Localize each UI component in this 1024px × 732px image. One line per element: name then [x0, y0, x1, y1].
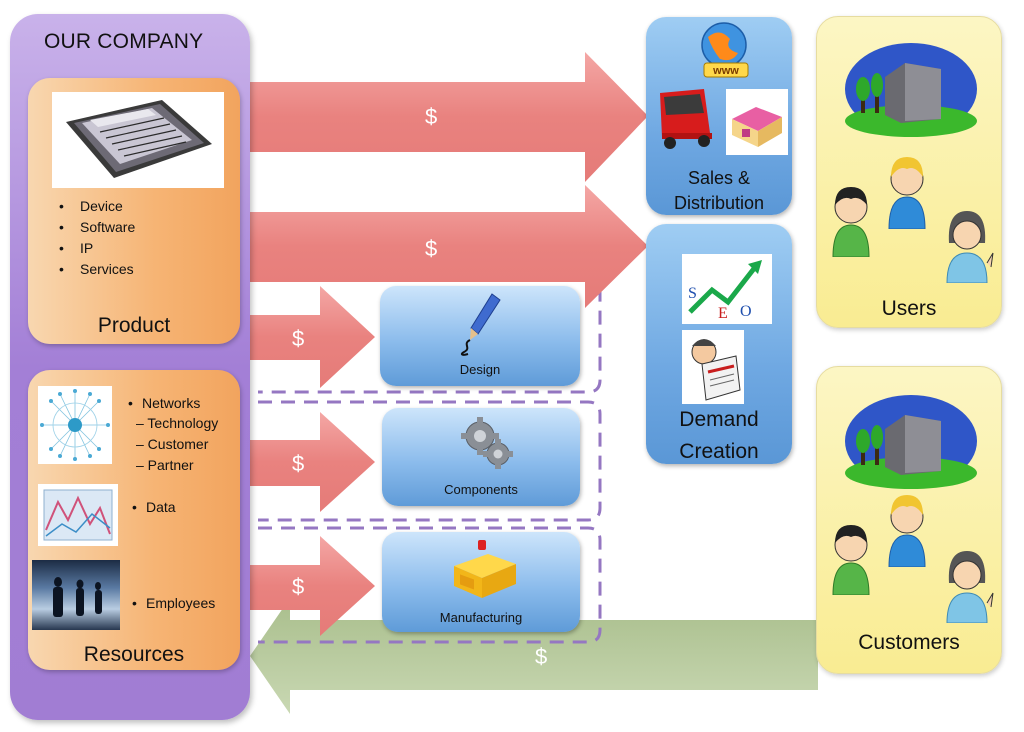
sales-distribution-box: www Sales & Distribution — [646, 17, 792, 215]
pen-icon — [458, 292, 508, 361]
sales-label-line1: Sales & — [687, 168, 751, 188]
seo-icon: S E O — [682, 254, 772, 324]
flow-arrow-design — [248, 286, 375, 388]
networks-sub-partner: – Partner — [136, 457, 194, 473]
truck-icon — [652, 81, 724, 156]
dollar-label-return: $ — [535, 644, 548, 669]
users-panel: Users — [816, 16, 1002, 328]
employees-photo-icon — [32, 560, 120, 630]
demand-label: Demand Creation — [646, 404, 792, 468]
manufacturing-box: Manufacturing — [382, 532, 580, 632]
customers-label: Customers — [858, 631, 960, 654]
demand-label-line2: Creation — [679, 440, 759, 463]
data-label: Data — [146, 499, 176, 515]
sales-label-line2: Distribution — [673, 193, 765, 213]
gears-icon — [458, 414, 516, 477]
demand-label-line1: Demand — [679, 408, 759, 431]
person-icon — [827, 515, 875, 600]
networks-sub-technology: – Technology — [136, 415, 219, 431]
newspaper-man-icon — [682, 330, 744, 404]
flow-arrow-components — [248, 412, 375, 512]
store-icon — [726, 89, 788, 155]
building-icon — [841, 39, 981, 144]
employees-bullet: • — [132, 595, 137, 611]
dollar-label-components: $ — [292, 451, 305, 476]
product-bullet-software: Software — [54, 217, 135, 238]
flow-arrow-product-sales — [248, 52, 648, 182]
networks-group: • Networks – Technology – Customer – Par… — [128, 393, 218, 476]
person-icon — [941, 543, 997, 628]
networks-sub-customer: – Customer — [136, 436, 209, 452]
customers-panel: Customers — [816, 366, 1002, 674]
tablet-icon — [52, 92, 224, 188]
data-bullet: • — [132, 499, 137, 515]
manufacturing-label: Manufacturing — [439, 610, 523, 625]
networks-title: Networks — [142, 395, 201, 411]
components-label: Components — [444, 482, 518, 497]
dollar-label-sales: $ — [425, 104, 438, 129]
components-box: Components — [382, 408, 580, 506]
product-bullet-ip: IP — [54, 238, 135, 259]
product-panel: Device Software IP Services Product — [28, 78, 240, 344]
person-icon — [941, 203, 997, 288]
networks-item: • Networks — [128, 393, 218, 413]
svg-text:E: E — [718, 305, 728, 322]
chart-icon — [38, 484, 118, 546]
design-label: Design — [459, 362, 501, 377]
building-icon — [841, 391, 981, 496]
users-label: Users — [881, 297, 937, 320]
product-label: Product — [97, 314, 171, 337]
data-item: • Data — [132, 499, 176, 515]
employees-label: Employees — [146, 595, 216, 611]
person-icon — [883, 149, 931, 234]
employees-item: • Employees — [132, 595, 215, 611]
flow-arrow-product-demand — [248, 185, 648, 308]
demand-creation-box: S E O Demand Creation — [646, 224, 792, 464]
product-bullet-device: Device — [54, 196, 135, 217]
flow-arrow-manufacturing — [248, 536, 375, 636]
dollar-label-manufacturing: $ — [292, 574, 305, 599]
product-bullet-services: Services — [54, 259, 135, 280]
dollar-label-demand: $ — [425, 236, 438, 261]
svg-text:www: www — [712, 65, 739, 77]
resources-panel: • Networks – Technology – Customer – Par… — [28, 370, 240, 670]
svg-text:S: S — [688, 285, 697, 302]
company-title: OUR COMPANY — [44, 30, 204, 53]
person-icon — [883, 487, 931, 572]
resources-label: Resources — [83, 643, 185, 666]
networks-bullet: • — [128, 395, 133, 411]
network-icon — [38, 386, 112, 464]
design-box: Design — [380, 286, 580, 386]
svg-text:O: O — [740, 303, 752, 320]
dollar-label-design: $ — [292, 326, 305, 351]
factory-icon — [448, 538, 520, 605]
person-icon — [827, 177, 875, 262]
globe-www-icon: www — [694, 19, 758, 88]
product-bullet-list: Device Software IP Services — [54, 196, 135, 280]
